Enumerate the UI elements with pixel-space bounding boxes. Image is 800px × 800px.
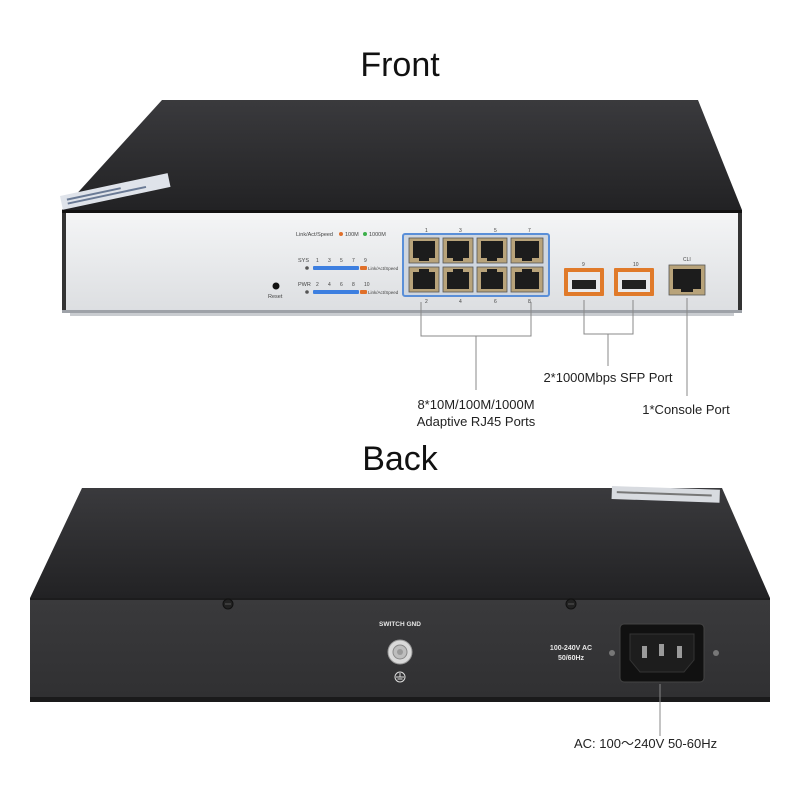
rj45-bottom-numbers: 2 4 6 8 [425,299,531,305]
led-number: 8 [352,282,355,288]
screw-icon [222,598,234,610]
sys-label: SYS [298,258,309,264]
led-legend-1000m: 1000M [369,232,386,238]
led-number: 10 [364,282,370,288]
gnd-label: SWITCH GND [379,621,421,628]
led-number: 9 [364,258,367,264]
sfp-number: 10 [633,262,639,268]
led-orange-top [360,266,367,270]
led-legend-title: Link/Act/Speed [296,232,333,238]
rj45-callout-line2: Adaptive RJ45 Ports [416,414,536,429]
front-heading: Front [360,46,440,84]
rj45-callout: 8*10M/100M/1000M Adaptive RJ45 Ports [396,396,556,430]
led-top-numbers: 1 3 5 7 9 [316,258,367,264]
console-port[interactable] [668,264,706,296]
sys-led [305,266,309,270]
port-number: 2 [425,299,428,305]
back-sticker [611,486,720,503]
led-number: 2 [316,282,319,288]
switch-top-lid [62,100,742,210]
back-top-lid [30,488,770,598]
ac-power-inlet[interactable] [619,623,705,683]
led-number: 3 [328,258,331,264]
console-label: CLI [683,257,691,263]
led-number: 7 [352,258,355,264]
callout-lines-front [420,298,688,396]
port-number: 1 [425,228,428,234]
front-switch: Link/Act/Speed 100M 1000M SYS 1 3 5 7 9 … [59,100,742,316]
rj45-callout-line1: 8*10M/100M/1000M [417,397,535,412]
sfp-callout: 2*1000Mbps SFP Port [543,370,673,385]
legend-green-led [363,232,367,236]
led-bar-top [313,266,359,270]
led-bar-bottom [313,290,359,294]
rj45-port[interactable] [476,266,508,293]
led-number: 1 [316,258,319,264]
back-switch: SWITCH GND 100-240V AC 50/60Hz [30,486,770,702]
reset-button[interactable] [272,282,280,290]
legend-orange-led [339,232,343,236]
port-number: 5 [494,228,497,234]
led-row-label-top: Link/Act/Speed [368,266,399,271]
pwr-led [305,290,309,294]
sfp-port[interactable] [614,268,654,296]
console-callout: 1*Console Port [642,402,730,417]
rj45-port[interactable] [510,237,544,264]
port-number: 7 [528,228,531,234]
port-number: 3 [459,228,462,234]
back-heading: Back [362,440,438,478]
ground-symbol-icon [394,671,406,683]
ground-terminal[interactable] [387,639,413,665]
screw-icon [565,598,577,610]
power-rating-line2: 50/60Hz [558,655,585,662]
sfp-number: 9 [582,262,585,268]
power-rating-line1: 100-240V AC [550,645,592,652]
rj45-ports [408,237,544,293]
led-row-label-bottom: Link/Act/Speed [368,290,399,295]
rj45-port[interactable] [442,237,474,264]
sfp-port[interactable] [564,268,604,296]
rj45-top-numbers: 1 3 5 7 [425,228,531,234]
reset-label: Reset [268,294,283,300]
pwr-label: PWR [298,282,311,288]
port-number: 6 [494,299,497,305]
rj45-port[interactable] [442,266,474,293]
led-legend-100m: 100M [345,232,359,238]
led-number: 6 [340,282,343,288]
ac-callout: AC: 100～240V 50-60Hz [574,736,718,751]
screw-icon [609,650,615,656]
rj45-port[interactable] [408,237,440,264]
led-orange-bottom [360,290,367,294]
led-bottom-numbers: 2 4 6 8 10 [316,282,370,288]
led-number: 5 [340,258,343,264]
rj45-port[interactable] [476,237,508,264]
rj45-port[interactable] [510,266,544,293]
led-number: 4 [328,282,331,288]
rj45-port[interactable] [408,266,440,293]
port-number: 4 [459,299,462,305]
port-number: 8 [528,299,531,305]
screw-icon [713,650,719,656]
top-sticker [59,173,171,210]
